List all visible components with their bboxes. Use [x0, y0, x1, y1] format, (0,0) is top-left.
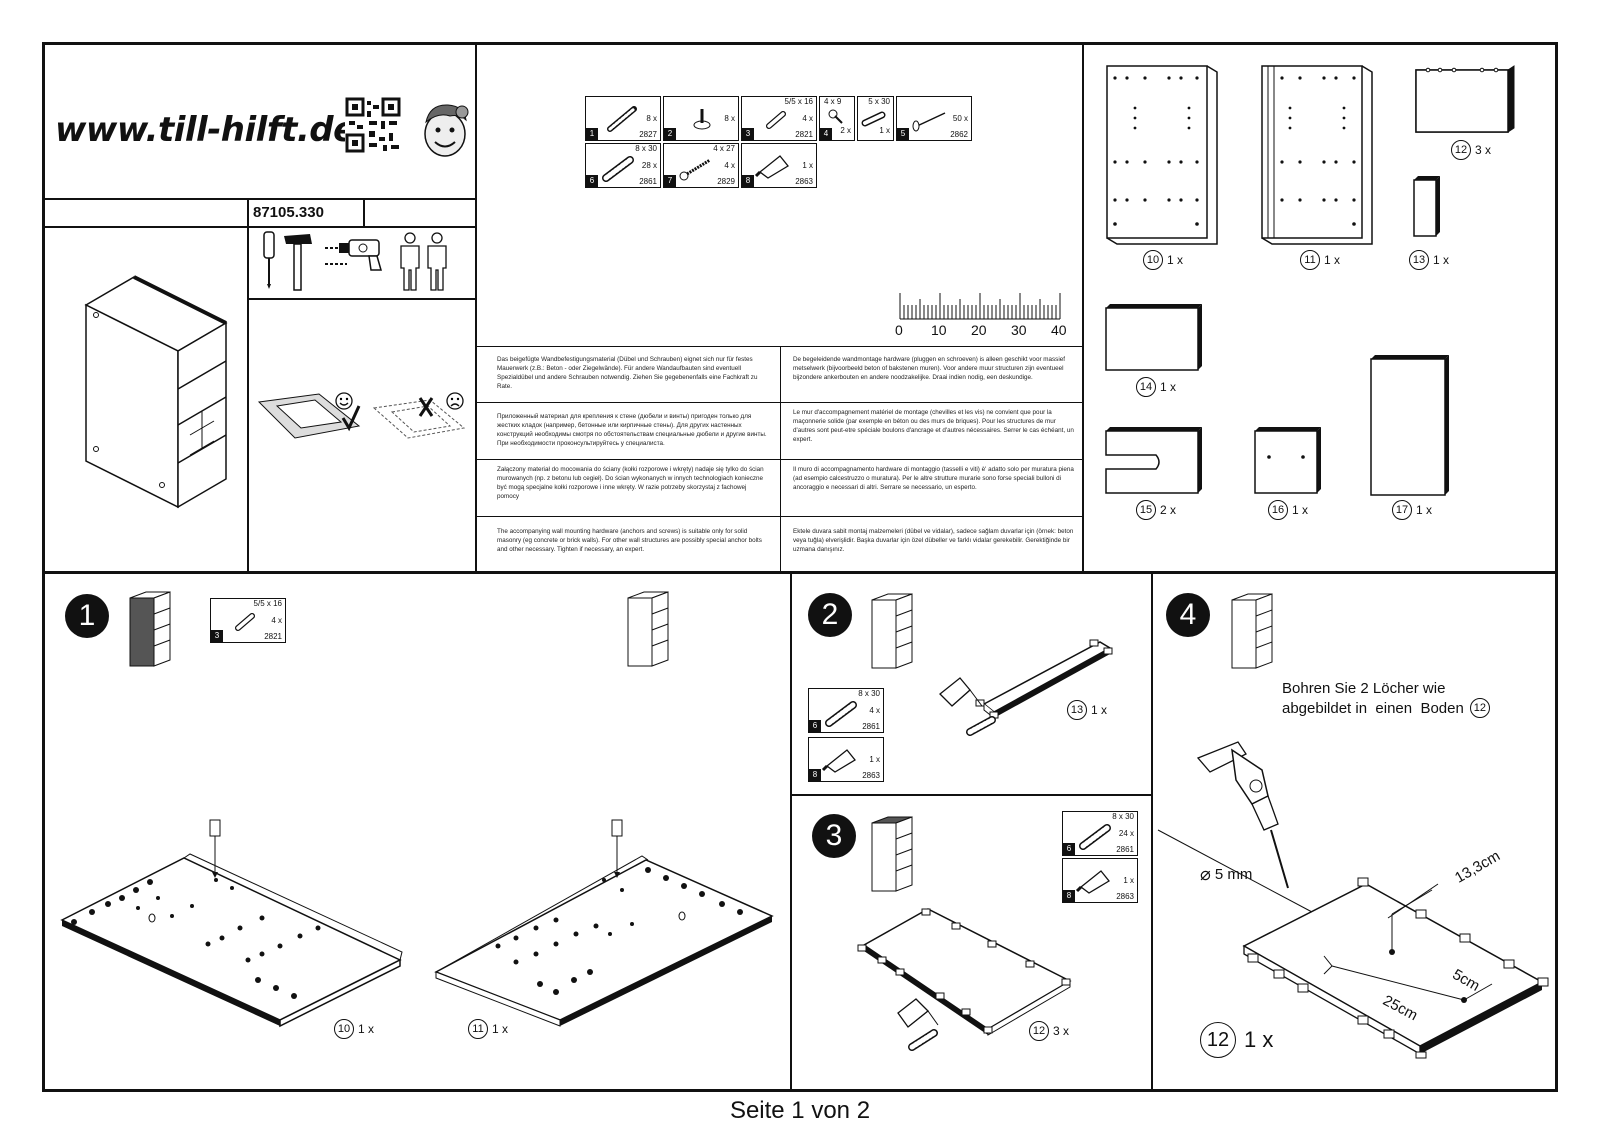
wood-dowel-icon: [825, 701, 857, 727]
qr-code-icon: [345, 97, 401, 153]
assemble-on-hard-floor-icon: [372, 397, 466, 439]
hardware-box: 5/5 x 16 4 x 2821 3: [741, 96, 817, 141]
nail-icon: [912, 112, 946, 132]
step-4-instruction-text: abgebildet in einen Boden: [1282, 699, 1464, 717]
notice-nl: De begeleidende wandmontage hardware (pl…: [793, 356, 1065, 381]
step-3-hardware-box: 1 x 2863 8: [1062, 858, 1138, 903]
hardware-box: 1 x 2863 8: [741, 143, 817, 188]
step-4-number: 4: [1166, 593, 1210, 637]
small-screw-icon: [828, 109, 843, 124]
step-1-cabinet-outline-icon: [627, 591, 669, 667]
part-11-drawing: [1261, 65, 1373, 245]
measuring-ruler: [899, 293, 1061, 320]
notice-en: The accompanying wall mounting hardware …: [497, 528, 762, 553]
cabinet-overview-drawing: [84, 275, 228, 509]
shelf-pin-icon: [693, 109, 711, 130]
mascot-face-icon: [424, 104, 469, 157]
ruler-label: 10: [931, 322, 947, 338]
step-2-cabinet-icon: [871, 593, 913, 669]
smiley-happy-icon: [335, 392, 353, 410]
ruler-label: 0: [895, 322, 903, 338]
drill-diameter-label: ⌀ 5 mm: [1200, 864, 1253, 884]
two-persons-icon: [400, 232, 447, 291]
part-14-drawing: [1105, 304, 1202, 371]
step-4-shelf-drawing: [1157, 829, 1549, 1059]
drill-icon: [325, 239, 382, 271]
step-1-cabinet-icon: [129, 591, 171, 667]
step-2-hardware-box: 1 x 2863 8: [808, 737, 884, 782]
step-1-panel-10-drawing: [60, 819, 403, 1028]
part-10-drawing: [1106, 65, 1218, 245]
ruler-label: 40: [1051, 322, 1067, 338]
notice-it: Il muro di accompagnamento hardware di m…: [793, 466, 1074, 491]
step-1-hardware-box: 5/5 x 16 4 x 2821 3: [210, 598, 286, 643]
step-4-instruction-line-2: abgebildet in einen Boden 12: [1282, 698, 1490, 718]
diameter-icon: ⌀: [1200, 864, 1211, 884]
notice-pl: Załączony materiał do mocowania do ścian…: [497, 466, 764, 500]
glue-tube-icon: [754, 155, 789, 179]
hardware-box: 8 x 2: [663, 96, 739, 141]
notice-tr: Ektele duvara sabit montaj malzemeleri (…: [793, 528, 1074, 553]
part-16-drawing: [1254, 427, 1321, 494]
hardware-box: 8 x 30 28 x 2861 6: [585, 143, 661, 188]
wood-dowel-icon: [602, 156, 634, 182]
assemble-on-soft-surface-icon: [257, 393, 361, 439]
website-url[interactable]: www.till-hilft.de: [55, 110, 356, 150]
page-footer: Seite 1 von 2: [729, 1097, 871, 1124]
hardware-box: 4 x 27 4 x 2829 7: [663, 143, 739, 188]
step-3-hardware-box: 8 x 30 24 x 2861 6: [1062, 811, 1138, 856]
step-2-shelf-drawing: [939, 639, 1113, 736]
notice-de: Das beigefügte Wandbefestigungsmaterial …: [497, 356, 758, 390]
part-17-drawing: [1370, 355, 1449, 496]
hardware-box: 8 x 2827 1: [585, 96, 661, 141]
connector-icon: [235, 613, 255, 631]
step-1-panel-11-drawing: [434, 819, 774, 1027]
connector-icon: [766, 111, 786, 129]
hardware-box: 5 x 30 1 x: [857, 96, 894, 141]
bottom-frame: [42, 571, 1558, 1092]
wood-screw-icon: [679, 158, 711, 181]
wall-plug-icon: [861, 111, 886, 127]
step-4-part-label-12: 12 1 x: [1200, 1022, 1273, 1058]
step-2-hardware-box: 8 x 30 4 x 2861 6: [808, 688, 884, 733]
wood-dowel-icon: [1079, 824, 1111, 850]
step-3-cabinet-icon: [871, 816, 913, 892]
step-4-cabinet-icon: [1231, 593, 1273, 669]
notice-fr: Le mur d'accompagnement matériel de mont…: [793, 409, 1074, 443]
notice-ru: Приложенный материал для крепления к сте…: [497, 413, 767, 447]
step-3-shelf-drawing: [857, 908, 1072, 1051]
ruler-label: 30: [1011, 322, 1027, 338]
dowel-icon: [607, 106, 637, 132]
hammer-icon: [284, 234, 312, 291]
article-number: 87105.330: [253, 204, 324, 221]
screwdriver-icon: [263, 231, 275, 289]
part-15-drawing: [1105, 427, 1202, 494]
ruler-label: 20: [971, 322, 987, 338]
step-1-number: 1: [65, 594, 109, 638]
step-4-instruction-part: 12: [1469, 698, 1490, 718]
glue-tube-icon: [1075, 870, 1110, 894]
step-4-drill-drawing: [1196, 741, 1289, 889]
step-2-number: 2: [808, 593, 852, 637]
smiley-sad-icon: [446, 392, 464, 410]
part-12-drawing: [1415, 65, 1515, 133]
step-4-instruction-line-1: Bohren Sie 2 Löcher wie: [1282, 680, 1446, 697]
step-3-number: 3: [812, 814, 856, 858]
glue-tube-icon: [821, 749, 856, 773]
part-13-drawing: [1413, 176, 1440, 237]
hardware-box: 50 x 2862 5: [896, 96, 972, 141]
hardware-box: 4 x 9 2 x 4: [819, 96, 855, 141]
